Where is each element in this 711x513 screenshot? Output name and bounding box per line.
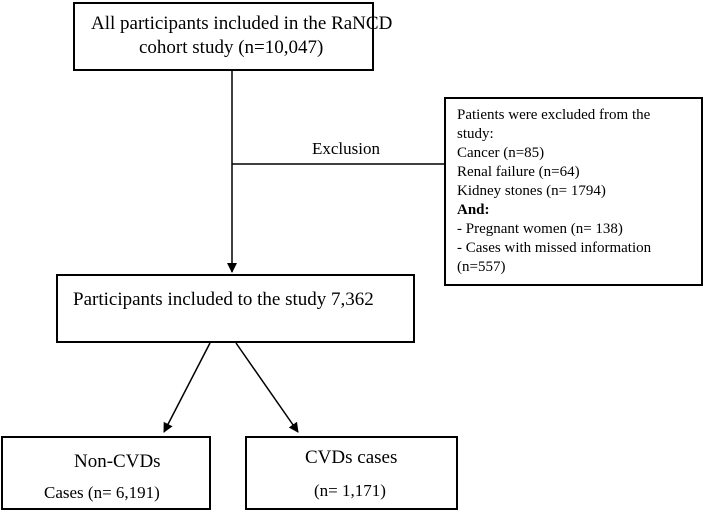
exclusion-and-label: And:: [457, 202, 490, 218]
exclusion-renal-failure: Renal failure (n=64): [457, 164, 580, 180]
cvds-cases-line1: CVDs cases: [305, 447, 398, 468]
non-cvds-line2: Cases (n= 6,191): [44, 483, 160, 502]
cvds-cases-box: CVDs cases (n= 1,171): [245, 436, 458, 510]
exclusion-label: Exclusion: [312, 139, 380, 158]
exclusion-kidney-stones: Kidney stones (n= 1794): [457, 183, 606, 199]
included-participants-box: Participants included to the study 7,362: [56, 274, 415, 343]
exclusion-cancer: Cancer (n=85): [457, 145, 545, 161]
branch-arrow-left: [163, 342, 211, 433]
exclusion-missed-info-line1: - Cases with missed information: [457, 240, 652, 256]
exclusion-title-line1: Patients were excluded from the: [457, 107, 651, 123]
non-cvds-line1: Non-CVDs: [74, 451, 161, 472]
branch-arrow-right: [235, 342, 299, 433]
exclusion-criteria-box: Patients were excluded from the study: C…: [444, 97, 703, 286]
exclusion-pregnant-women: - Pregnant women (n= 138): [457, 221, 623, 237]
exclusion-title-line2: study:: [457, 126, 494, 142]
all-participants-line1: All participants included in the RaNCD: [91, 13, 393, 34]
all-participants-box: All participants included in the RaNCD c…: [73, 2, 392, 71]
all-participants-line2: cohort study (n=10,047): [139, 37, 324, 58]
cvds-cases-line2: (n= 1,171): [314, 481, 386, 500]
exclusion-missed-info-line2: (n=557): [457, 259, 506, 275]
non-cvds-box: Non-CVDs Cases (n= 6,191): [1, 436, 211, 510]
included-participants-label: Participants included to the study 7,362: [73, 289, 374, 310]
